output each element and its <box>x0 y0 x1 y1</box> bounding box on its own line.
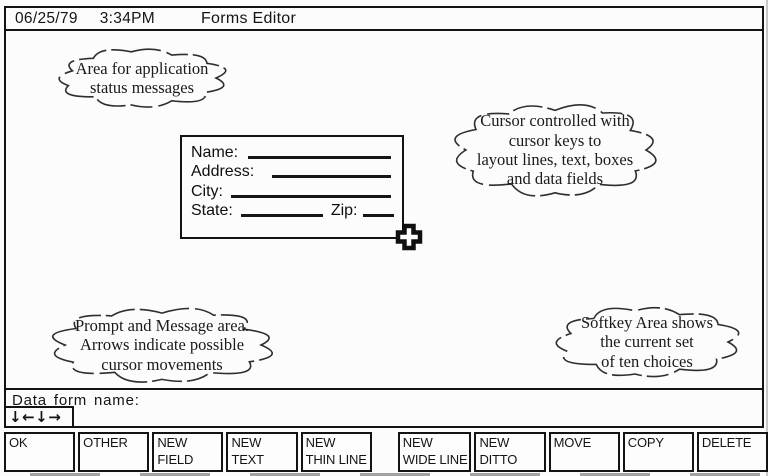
header-bar: 06/25/79 3:34PM Forms Editor <box>6 8 762 31</box>
app-title: Forms Editor <box>200 9 297 27</box>
annotation-cloud-softkey: Softkey Area shows the current set of te… <box>532 295 762 389</box>
form-row-city: City: <box>182 181 402 201</box>
softkey-label: NEW <box>231 435 262 450</box>
softkey-label: FIELD <box>157 451 194 467</box>
scan-artifact-right <box>766 0 768 476</box>
softkey-label: NEW <box>479 435 510 450</box>
softkey-other[interactable]: OTHER <box>78 432 150 472</box>
field-underline-name[interactable] <box>248 155 391 159</box>
softkey-move[interactable]: MOVE <box>548 432 620 472</box>
annotation-cloud-cursor: Cursor controlled with cursor keys to la… <box>426 90 684 210</box>
form-row-name: Name: <box>182 142 402 162</box>
annotation-line: cursor movements <box>101 354 223 374</box>
annotation-line: Area for application <box>75 58 209 78</box>
softkey-label: DITTO <box>479 451 518 467</box>
annotation-line: cursor keys to <box>508 130 602 150</box>
softkey-new-thin-line[interactable]: NEW THIN LINE <box>300 432 372 472</box>
softkey-label: NEW <box>305 435 336 450</box>
softkey-new-wide-line[interactable]: NEW WIDE LINE <box>397 432 472 472</box>
form-preview-box[interactable]: Name: Address: City: State: Zip: <box>180 135 404 239</box>
softkey-label: TEXT <box>231 451 264 467</box>
cloud-outline <box>454 104 657 197</box>
softkey-label: WIDE LINE <box>402 451 468 467</box>
form-row-address: Address: <box>182 162 402 182</box>
field-underline-address[interactable] <box>272 175 391 178</box>
field-label-zip: Zip: <box>330 202 358 219</box>
cloud-outline <box>52 307 273 383</box>
annotation-line: Arrows indicate possible <box>79 335 245 355</box>
softkey-delete[interactable]: DELETE <box>696 432 768 472</box>
screen-frame: 06/25/79 3:34PM Forms Editor Area for ap… <box>4 6 764 428</box>
softkey-row: OK OTHER NEW FIELD NEW TEXT NEW THIN LIN… <box>4 432 768 472</box>
softkey-label: OK <box>9 435 28 450</box>
prompt-area: Data form name: ↓←↓→ <box>6 388 762 426</box>
field-label-state: State: <box>191 202 233 219</box>
softkey-label: NEW <box>157 435 188 450</box>
field-underline-zip[interactable] <box>363 214 395 217</box>
header-time: 3:34PM <box>99 9 155 27</box>
softkey-label: OTHER <box>83 435 128 450</box>
softkey-ok[interactable]: OK <box>4 432 76 472</box>
field-label-name: Name: <box>191 143 239 161</box>
form-row-state-zip: State: Zip: <box>182 201 402 221</box>
crosshair-cursor-icon <box>395 223 423 251</box>
softkey-label: THIN LINE <box>305 451 367 467</box>
arrow-keys-icon: ↓←↓→ <box>9 408 62 426</box>
field-label-address: Address: <box>191 163 255 180</box>
annotation-line: status messages <box>89 78 195 97</box>
annotation-line: Cursor controlled with <box>480 111 630 131</box>
softkey-new-field[interactable]: NEW FIELD <box>152 432 224 472</box>
annotation-line: Softkey Area shows <box>581 313 713 333</box>
softkey-new-text[interactable]: NEW TEXT <box>226 432 298 472</box>
scan-artifact-bottom <box>30 473 768 476</box>
cursor-arrows-indicator: ↓←↓→ <box>6 406 74 426</box>
annotation-line: of ten choices <box>601 351 693 371</box>
softkey-label: NEW <box>402 435 433 450</box>
annotation-text: Softkey Area shows the current set of te… <box>532 295 762 389</box>
annotation-line: the current set <box>600 332 694 352</box>
annotation-line: and data fields <box>506 169 604 189</box>
softkey-label: COPY <box>627 435 664 450</box>
softkey-label: DELETE <box>701 435 752 450</box>
cloud-outline <box>555 306 740 378</box>
data-form-name-prompt: Data form name: <box>12 392 140 409</box>
field-label-city: City: <box>191 182 223 200</box>
header-date: 06/25/79 <box>15 9 78 27</box>
field-underline-state[interactable] <box>240 214 323 217</box>
softkey-group-gap <box>375 432 395 472</box>
annotation-text: Area for application status messages <box>36 36 248 120</box>
annotation-cloud-prompt: Prompt and Message area. Arrows indicate… <box>22 295 302 395</box>
annotation-cloud-status: Area for application status messages <box>36 36 248 120</box>
annotation-line: layout lines, text, boxes <box>476 150 634 169</box>
annotation-line: Prompt and Message area. <box>74 316 250 336</box>
softkey-copy[interactable]: COPY <box>622 432 694 472</box>
softkey-label: MOVE <box>553 435 592 450</box>
field-underline-city[interactable] <box>231 194 391 198</box>
softkey-new-ditto[interactable]: NEW DITTO <box>474 432 546 472</box>
cloud-outline <box>58 48 227 108</box>
annotation-text: Cursor controlled with cursor keys to la… <box>426 90 684 210</box>
annotation-text: Prompt and Message area. Arrows indicate… <box>22 295 302 395</box>
